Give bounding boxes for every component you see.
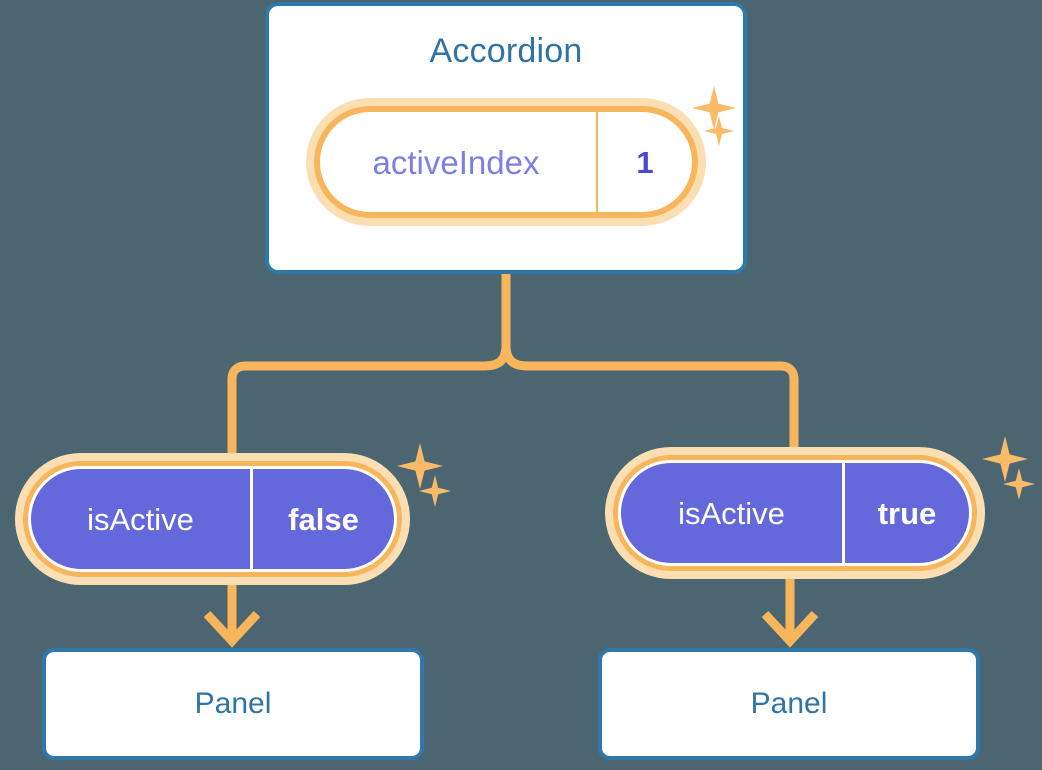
- state-key-label: activeIndex: [320, 112, 598, 212]
- prop-key-label: isActive: [31, 469, 253, 569]
- wire-fork-right: [501, 340, 799, 457]
- state-value-label: 1: [636, 144, 654, 180]
- panel-title-right: Panel: [750, 687, 828, 720]
- arrow-down-icon-left: [203, 578, 261, 648]
- page-title: Accordion: [429, 32, 583, 70]
- panel-title-left: Panel: [194, 687, 272, 720]
- pill-body: isActive true: [618, 460, 972, 566]
- component-card-panel-right[interactable]: Panel: [598, 648, 980, 760]
- component-card-panel-left[interactable]: Panel: [42, 648, 424, 760]
- sparkle-small-icon: [419, 475, 451, 507]
- sparkle-large-icon: [982, 436, 1028, 482]
- state-pill-activeindex[interactable]: activeIndex 1: [306, 98, 706, 226]
- arrow-down-icon-right: [761, 572, 819, 648]
- pill-body: isActive false: [28, 466, 397, 572]
- wire-fork-left: [227, 340, 511, 457]
- prop-value-label: false: [288, 501, 359, 537]
- prop-key-label: isActive: [621, 463, 845, 563]
- pill-body: activeIndex 1: [320, 112, 692, 212]
- prop-value-label: true: [877, 495, 937, 531]
- prop-pill-isactive-false[interactable]: isActive false: [15, 453, 410, 585]
- prop-pill-isactive-true[interactable]: isActive true: [605, 447, 985, 579]
- sparkle-small-icon: [1003, 468, 1035, 500]
